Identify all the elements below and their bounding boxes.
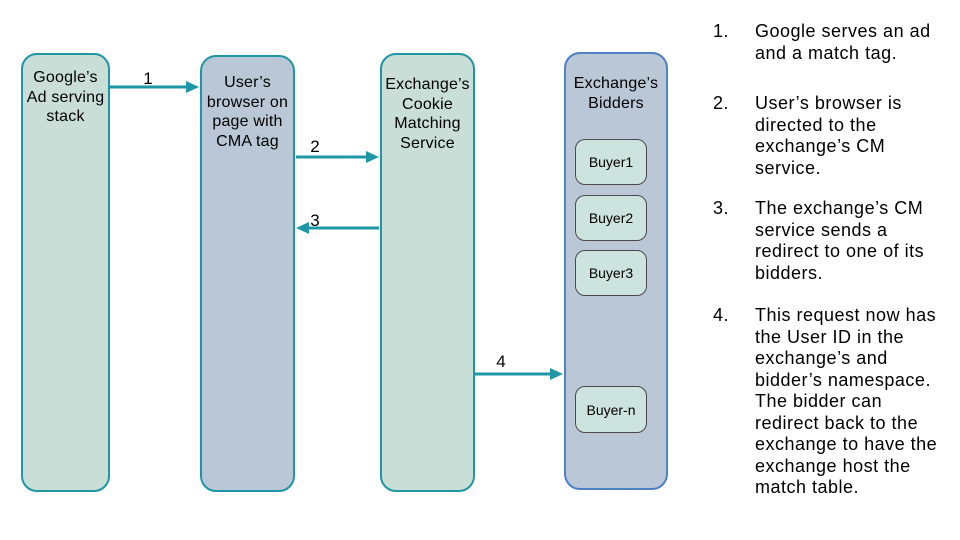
- node-google-ad-stack-label: Google’s Ad serving stack: [26, 69, 105, 125]
- node-google-ad-stack: Google’s Ad serving stack: [21, 53, 110, 492]
- node-user-browser: User’s browser on page with CMA tag: [200, 55, 295, 492]
- buyer-box-3-label: Buyer3: [588, 265, 634, 281]
- step-item-3: 3. The exchange’s CM service sends a red…: [713, 198, 958, 284]
- node-exchange-bidders: Exchange’s Bidders Buyer1 Buyer2 Buyer3 …: [564, 52, 668, 490]
- step-2-number: 2.: [713, 93, 730, 113]
- step-4-text: This request now has the User ID in the …: [755, 305, 938, 497]
- buyer-box-n: Buyer-n: [575, 386, 647, 433]
- buyer-box-n-label: Buyer-n: [586, 401, 636, 418]
- node-cookie-matching-service: Exchange’s Cookie Matching Service: [380, 53, 475, 492]
- step-1-text: Google serves an ad and a match tag.: [755, 21, 931, 63]
- steps-list: 1. Google serves an ad and a match tag. …: [713, 21, 958, 499]
- arrow-4: [475, 368, 563, 380]
- buyer-box-2-label: Buyer2: [588, 210, 634, 226]
- buyer-box-3: Buyer3: [575, 250, 647, 296]
- step-4-number: 4.: [713, 305, 730, 325]
- buyer-box-1: Buyer1: [575, 139, 647, 185]
- step-3-number: 3.: [713, 198, 730, 218]
- arrow-label-1: 1: [143, 69, 153, 88]
- step-1-number: 1.: [713, 21, 730, 41]
- buyer-box-1-label: Buyer1: [588, 154, 634, 170]
- step-item-1: 1. Google serves an ad and a match tag.: [713, 21, 958, 64]
- step-2-text: User’s browser is directed to the exchan…: [755, 93, 902, 178]
- arrow-label-2: 2: [310, 137, 320, 156]
- arrow-label-3: 3: [310, 211, 320, 230]
- node-cookie-matching-service-label: Exchange’s Cookie Matching Service: [385, 76, 470, 152]
- node-exchange-bidders-label: Exchange’s Bidders: [573, 75, 659, 112]
- step-item-2: 2. User’s browser is directed to the exc…: [713, 93, 958, 179]
- arrow-label-4: 4: [496, 352, 506, 371]
- step-3-text: The exchange’s CM service sends a redire…: [755, 198, 925, 283]
- step-item-4: 4. This request now has the User ID in t…: [713, 305, 958, 499]
- buyer-box-2: Buyer2: [575, 195, 647, 241]
- node-user-browser-label: User’s browser on page with CMA tag: [206, 74, 289, 150]
